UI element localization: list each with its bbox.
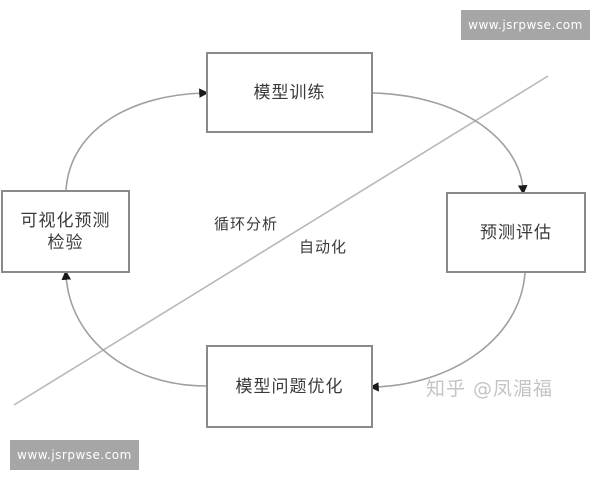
node-visual-prediction-check-line2: 检验	[47, 232, 84, 253]
arrow-visualize-to-train	[65, 88, 209, 191]
node-visual-prediction-check-line1: 可视化预测	[20, 210, 111, 231]
center-label-automation: 自动化	[299, 238, 348, 256]
watermark-bottom-left: www.jsrpwse.com	[10, 440, 139, 470]
node-model-optimization-label: 模型问题优化	[235, 376, 344, 397]
zhihu-credit-watermark: 知乎 @凤湄福	[426, 378, 554, 400]
watermark-top-right: www.jsrpwse.com	[461, 10, 590, 40]
node-prediction-evaluation: 预测评估	[446, 192, 586, 273]
node-model-training: 模型训练	[206, 52, 373, 133]
node-prediction-evaluation-label: 预测评估	[480, 222, 552, 243]
center-label-cycle-analysis: 循环分析	[214, 215, 279, 233]
arrow-optimize-to-visualize	[61, 270, 207, 387]
node-model-optimization: 模型问题优化	[206, 345, 373, 428]
node-visual-prediction-check: 可视化预测 检验	[1, 190, 130, 273]
arrow-train-to-evaluate	[372, 92, 528, 195]
arrow-evaluate-to-optimize	[369, 272, 526, 392]
node-model-training-label: 模型训练	[253, 82, 326, 103]
